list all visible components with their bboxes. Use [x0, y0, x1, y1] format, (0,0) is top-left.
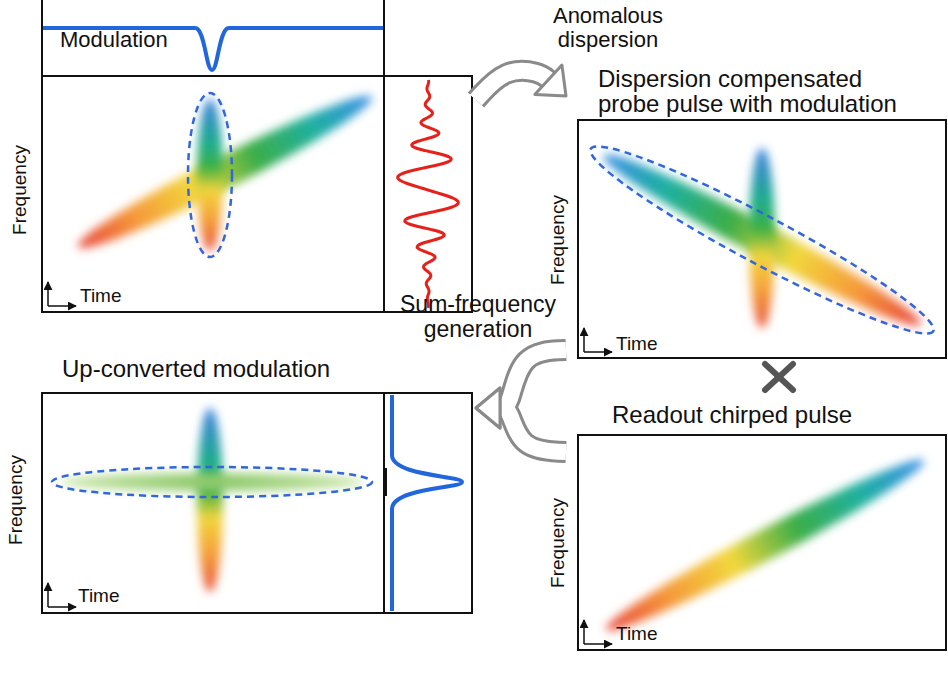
plot-panel: Up-converted modulationFrequencyTime	[4, 350, 476, 616]
readout-pulse	[599, 447, 931, 642]
arrow-body	[500, 408, 566, 452]
panel-title: Readout chirped pulse	[612, 402, 852, 427]
arrow-head	[476, 388, 500, 428]
panel-title: Modulation	[60, 28, 168, 51]
chirped-pulse	[71, 83, 380, 261]
compensated-pulse	[596, 141, 929, 338]
axis-label: Frequency	[548, 195, 568, 285]
plot-panel: ModulationFrequencyTime	[4, 0, 476, 318]
modulation-spectrum	[197, 99, 223, 251]
process-arrow	[500, 408, 566, 452]
process-label: Anomalous dispersion	[548, 4, 668, 52]
multiply-cross	[765, 364, 793, 390]
axis-label: Time	[616, 624, 658, 644]
axis-label: Time	[78, 586, 120, 606]
panel-title: Dispersion compensated probe pulse with …	[598, 66, 910, 116]
arrow-body	[500, 350, 566, 408]
dashed-outline	[52, 467, 372, 497]
plot-panel: Readout chirped pulseFrequencyTime	[566, 396, 946, 654]
axis-label: Frequency	[6, 455, 26, 545]
modulation-spectrum	[749, 148, 775, 328]
arrow-outline	[500, 408, 566, 452]
panel-title: Up-converted modulation	[62, 356, 330, 381]
process-arrow	[500, 350, 566, 408]
probe-waveform	[398, 80, 459, 308]
axis-label: Frequency	[10, 145, 30, 235]
plot-panel: Dispersion compensated probe pulse with …	[566, 64, 946, 360]
arrow-outline	[500, 350, 566, 408]
axis-arrows	[48, 282, 612, 644]
axis-label: Time	[80, 286, 122, 306]
modulation-curve	[43, 28, 383, 70]
upconverted-spectrum	[392, 395, 462, 611]
dashed-outline	[579, 128, 944, 353]
tick-mark	[383, 468, 387, 496]
axis-label: Frequency	[548, 498, 568, 588]
modulation-spectrum	[197, 408, 223, 592]
panel-frames	[42, 0, 946, 650]
axis-label: Time	[616, 334, 658, 354]
process-label: Sum-frequency generation	[390, 292, 566, 343]
arrow-head	[535, 65, 566, 96]
dashed-outline	[188, 93, 232, 257]
arrow-head	[476, 388, 500, 428]
upconverted-streak	[60, 473, 364, 491]
